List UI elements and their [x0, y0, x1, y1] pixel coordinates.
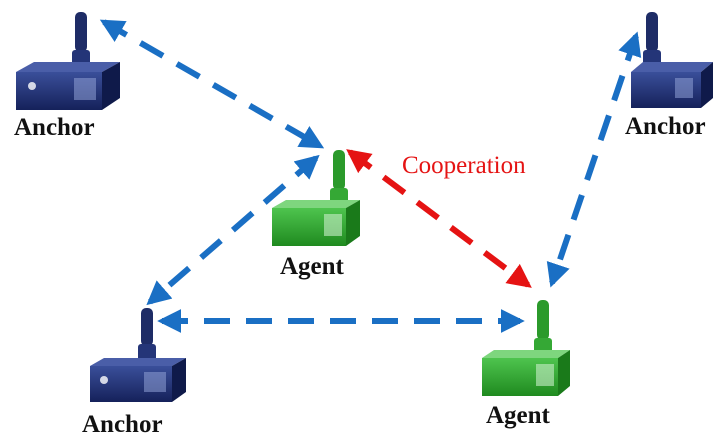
anchor-bottom-left: Anchor	[82, 308, 186, 437]
anchor-device-icon	[16, 12, 120, 110]
anchor-label: Anchor	[82, 411, 163, 437]
agent-device-icon	[272, 150, 360, 246]
agent-label: Agent	[486, 402, 551, 429]
edge-cooperation-agent-center-to-agent-bottom-right	[346, 149, 532, 288]
anchor-label: Anchor	[14, 114, 95, 141]
anchor-label: Anchor	[625, 113, 706, 140]
anchor-top-left: Anchor	[14, 12, 120, 141]
edge-anchor-top-left-to-agent-center	[99, 19, 325, 149]
agent-device-icon	[482, 300, 570, 396]
edge-anchor-top-right-to-agent-bottom-right	[546, 31, 642, 288]
edges	[99, 19, 642, 333]
agent-label: Agent	[280, 253, 345, 280]
edge-agent-center-to-anchor-bottom-left	[146, 154, 320, 306]
anchor-top-right: Anchor	[625, 12, 713, 140]
anchor-device-icon	[90, 308, 186, 402]
agent-bottom-right: Agent	[482, 300, 570, 429]
cooperation-label: Cooperation	[402, 152, 526, 179]
agent-center: Agent	[272, 150, 360, 280]
anchor-device-icon	[631, 12, 713, 108]
